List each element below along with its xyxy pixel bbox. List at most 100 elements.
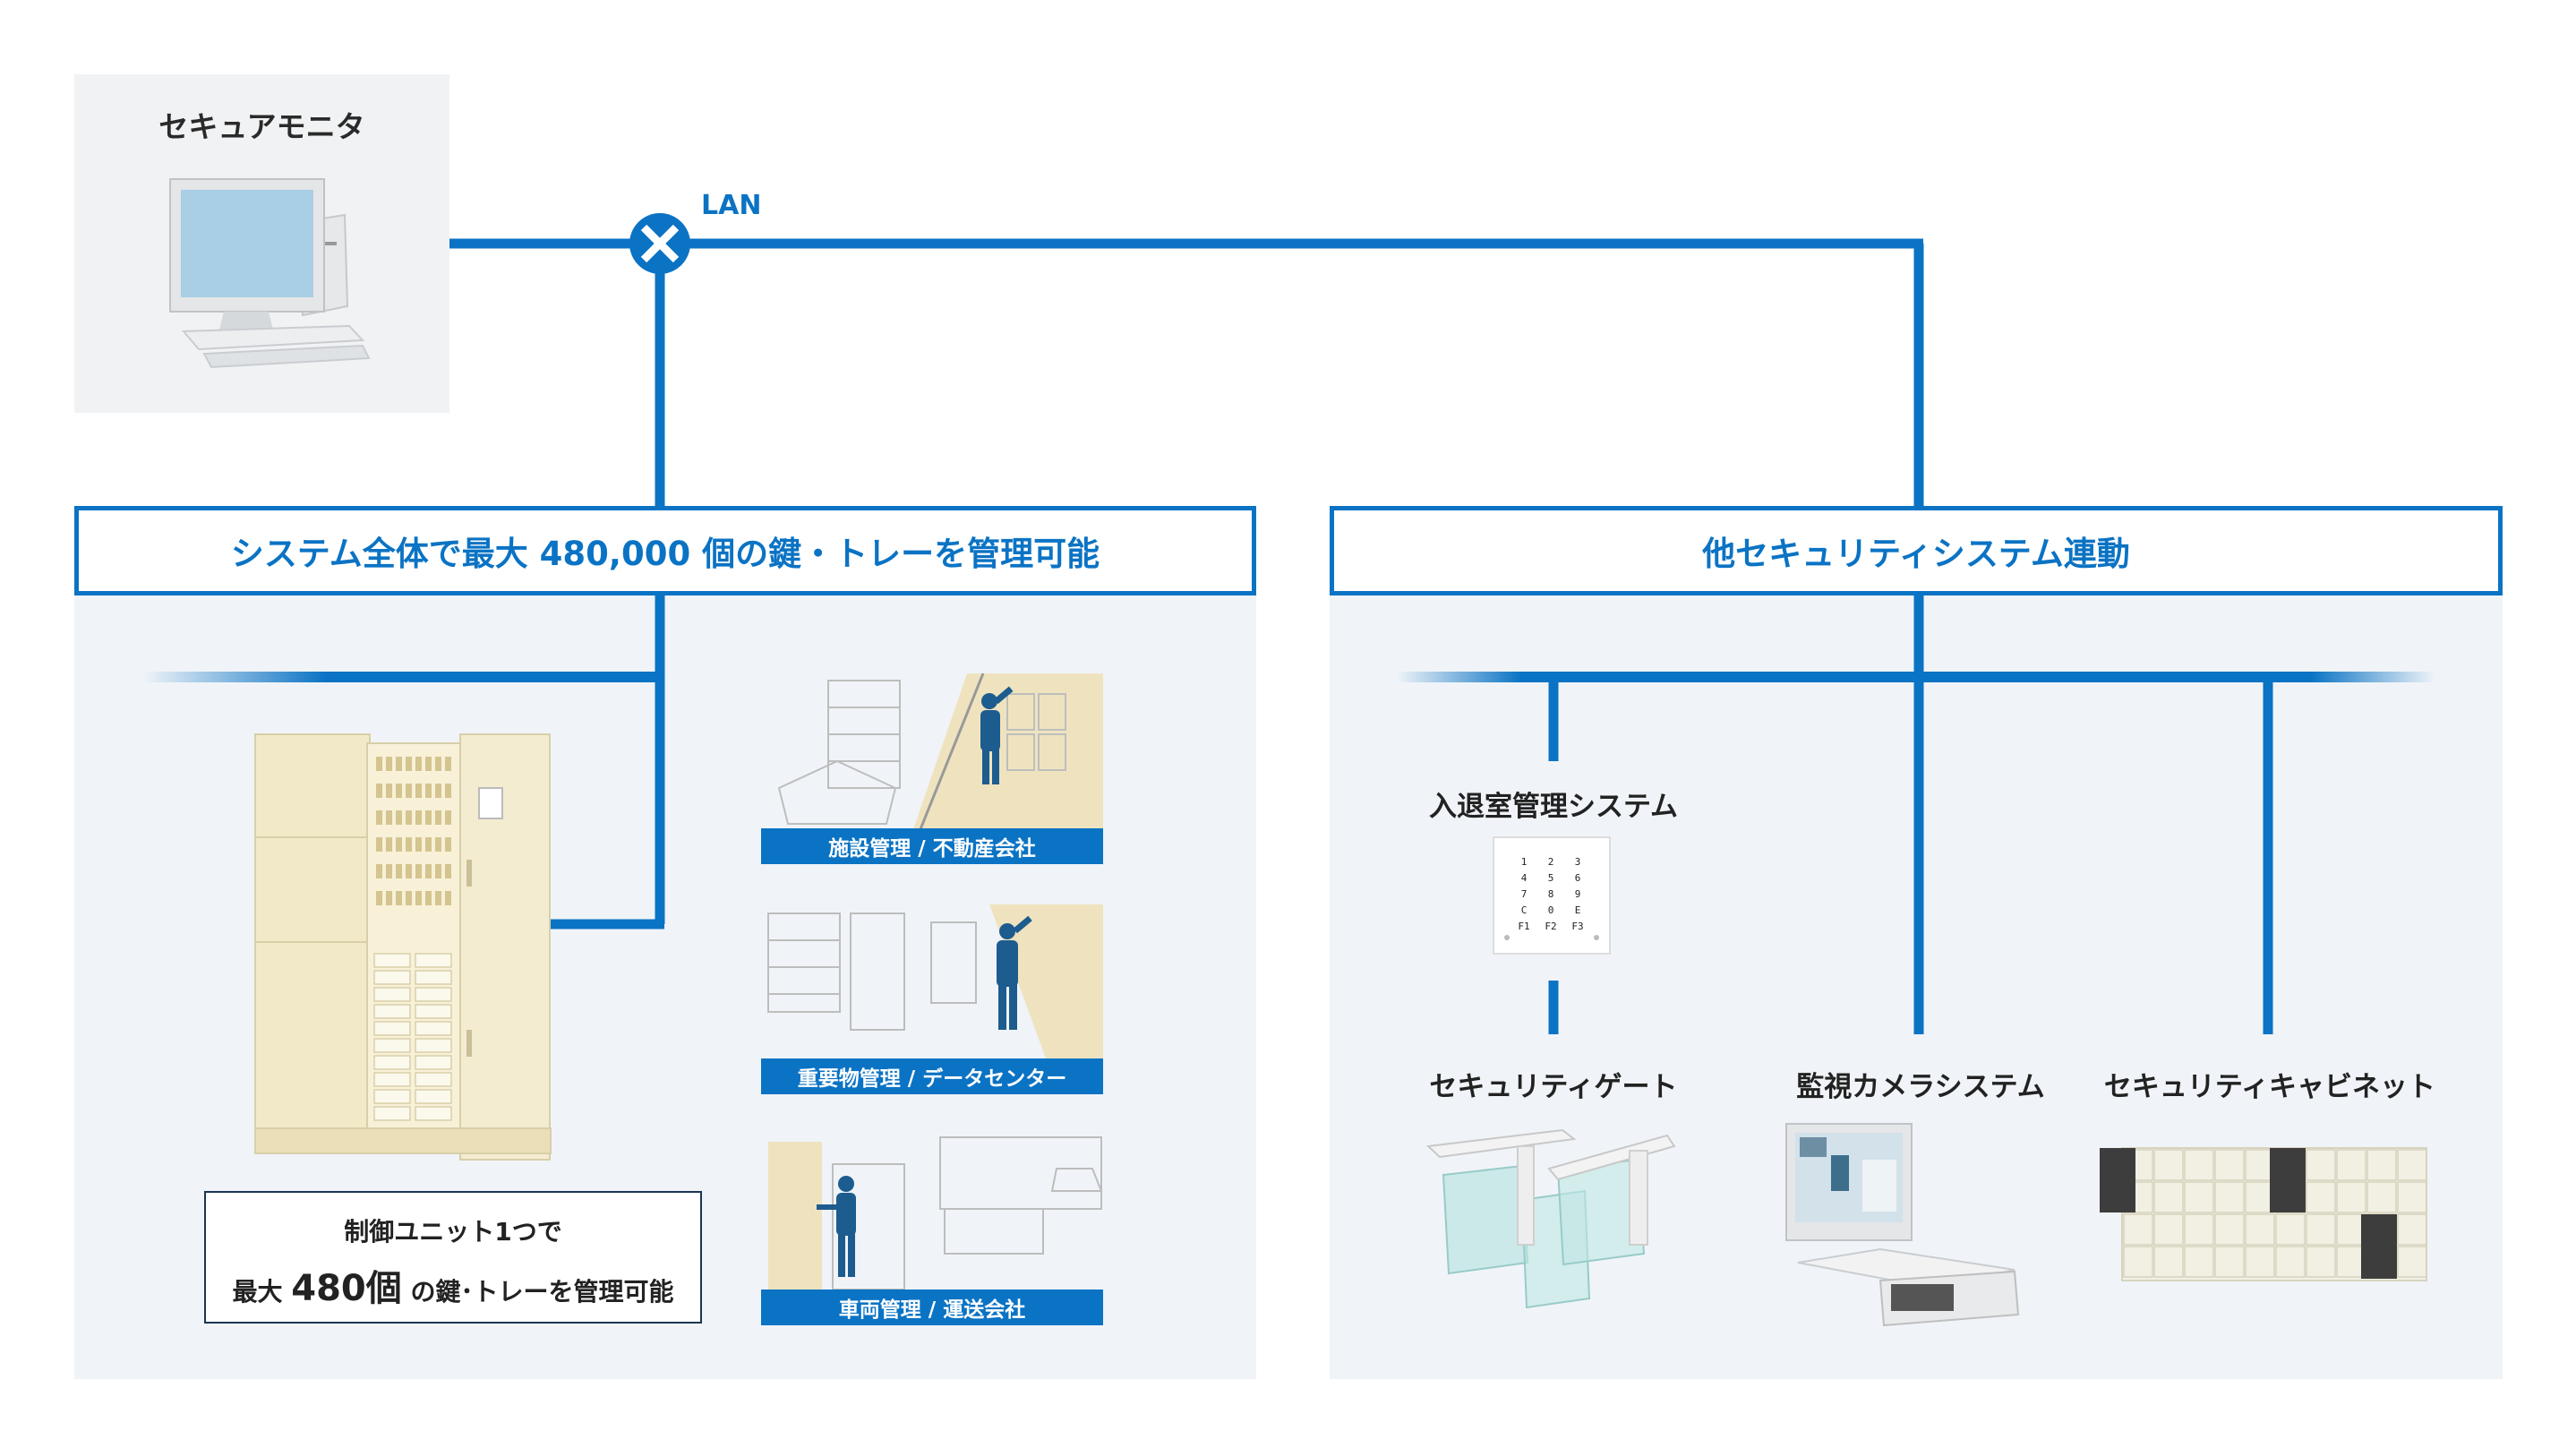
camera-system-label: 監視カメラシステム — [1796, 1071, 2045, 1103]
tray-slot — [373, 1021, 411, 1036]
right-connectors — [1397, 591, 2435, 1034]
keypad-key: E — [1575, 904, 1581, 916]
cabinet-cell — [2153, 1213, 2184, 1246]
key-slot — [376, 810, 382, 825]
key-slot — [445, 757, 451, 771]
cabinet-cell — [2153, 1246, 2184, 1278]
keypad-key: F2 — [1545, 921, 1556, 932]
use-case-label: 重要物管理 / データセンター — [761, 1058, 1103, 1094]
key-slot — [425, 810, 432, 825]
cabinet-cell — [2214, 1213, 2245, 1246]
use-case-datacenter: 重要物管理 / データセンター — [761, 902, 1103, 1094]
key-slot — [445, 810, 451, 825]
key-slot — [376, 837, 382, 852]
cabinet-cell — [2397, 1149, 2427, 1181]
cabinet-cell — [2123, 1213, 2153, 1246]
key-slot — [386, 891, 392, 905]
right-panel-heading-text: 他セキュリティシステム連動 — [1702, 535, 2130, 573]
cabinet-cell — [2214, 1246, 2245, 1278]
tray-slot — [415, 1055, 452, 1070]
cabinet-cell — [2184, 1181, 2214, 1213]
cabinet-cell — [2245, 1246, 2275, 1278]
key-slot — [435, 864, 441, 878]
access-control-label: 入退室管理システム — [1428, 791, 1679, 823]
keypad-key: F1 — [1518, 921, 1529, 932]
key-slot — [376, 757, 382, 771]
keypad-key: C — [1521, 904, 1528, 916]
control-unit-callout: 制御ユニット1つで 最大 480個 の鍵･トレーを管理可能 — [204, 1191, 702, 1324]
key-slot — [396, 757, 402, 771]
key-slot — [425, 837, 432, 852]
left-connector — [143, 591, 665, 930]
tray-slot — [415, 1106, 452, 1121]
cabinet-cell — [2397, 1213, 2427, 1246]
key-slot — [435, 784, 441, 798]
cabinet-cell — [2397, 1181, 2427, 1213]
cabinet-cell — [2306, 1213, 2336, 1246]
tray-slot — [373, 1072, 411, 1087]
lan-hub-icon — [629, 213, 690, 274]
key-slot — [445, 784, 451, 798]
tray-slot — [415, 1004, 452, 1019]
security-cabinet-illustration — [2100, 1147, 2427, 1281]
key-slot — [415, 784, 422, 798]
cabinet-cell — [2184, 1149, 2214, 1181]
tray-slot — [373, 970, 411, 985]
key-slot — [406, 837, 412, 852]
tray-slot — [373, 1055, 411, 1070]
cabinet-cell — [2245, 1213, 2275, 1246]
tray-slot — [415, 953, 452, 968]
key-cabinet-illustration — [254, 733, 552, 1161]
key-slot — [386, 810, 392, 825]
tray-slot — [415, 987, 452, 1002]
key-slot — [376, 891, 382, 905]
right-panel-heading: 他セキュリティシステム連動 — [1330, 506, 2503, 595]
key-slot — [415, 810, 422, 825]
key-slot — [435, 891, 441, 905]
cabinet-cell — [2123, 1246, 2153, 1278]
cabinet-cell — [2306, 1149, 2336, 1181]
control-unit-line1: 制御ユニット1つで — [344, 1217, 562, 1247]
lan-lines — [449, 238, 1924, 506]
control-unit-prefix: 最大 — [232, 1277, 283, 1307]
keypad-key: 6 — [1575, 872, 1581, 884]
key-slot — [386, 757, 392, 771]
cabinet-cell — [2214, 1149, 2245, 1181]
control-unit-line2: 最大 480個 の鍵･トレーを管理可能 — [206, 1259, 700, 1311]
key-slot — [396, 837, 402, 852]
cabinet-cell — [2306, 1246, 2336, 1278]
key-slot — [415, 891, 422, 905]
use-case-facility: 施設管理 / 不動産会社 — [761, 672, 1103, 864]
key-slot — [396, 784, 402, 798]
key-slot — [386, 784, 392, 798]
key-slot — [376, 784, 382, 798]
control-unit-number: 480個 — [291, 1268, 402, 1309]
key-slot — [425, 891, 432, 905]
cabinet-cell — [2275, 1213, 2306, 1246]
use-case-illustrations — [767, 673, 1103, 1294]
tray-slot — [415, 970, 452, 985]
tray-slot — [415, 1072, 452, 1087]
cabinet-cell — [2184, 1246, 2214, 1278]
tray-slot — [373, 1089, 411, 1104]
keypad-key: 8 — [1548, 888, 1554, 900]
security-gate-label: セキュリティゲート — [1429, 1071, 1678, 1103]
tray-slot — [415, 1021, 452, 1036]
keypad-key: 4 — [1521, 872, 1528, 884]
keypad-key: 2 — [1548, 856, 1554, 868]
key-slot — [406, 891, 412, 905]
key-slot — [406, 864, 412, 878]
key-slot — [396, 891, 402, 905]
key-slot — [435, 837, 441, 852]
cabinet-cell — [2366, 1149, 2397, 1181]
secure-monitor-title: セキュアモニタ — [158, 109, 365, 144]
key-slot — [386, 837, 392, 852]
use-case-vehicle: 車両管理 / 運送会社 — [761, 1133, 1103, 1325]
tray-slot — [373, 1106, 411, 1121]
key-slot — [415, 864, 422, 878]
key-slot — [406, 810, 412, 825]
tray-slot — [415, 1089, 452, 1104]
key-slot — [445, 864, 451, 878]
lan-label: LAN — [701, 190, 762, 221]
